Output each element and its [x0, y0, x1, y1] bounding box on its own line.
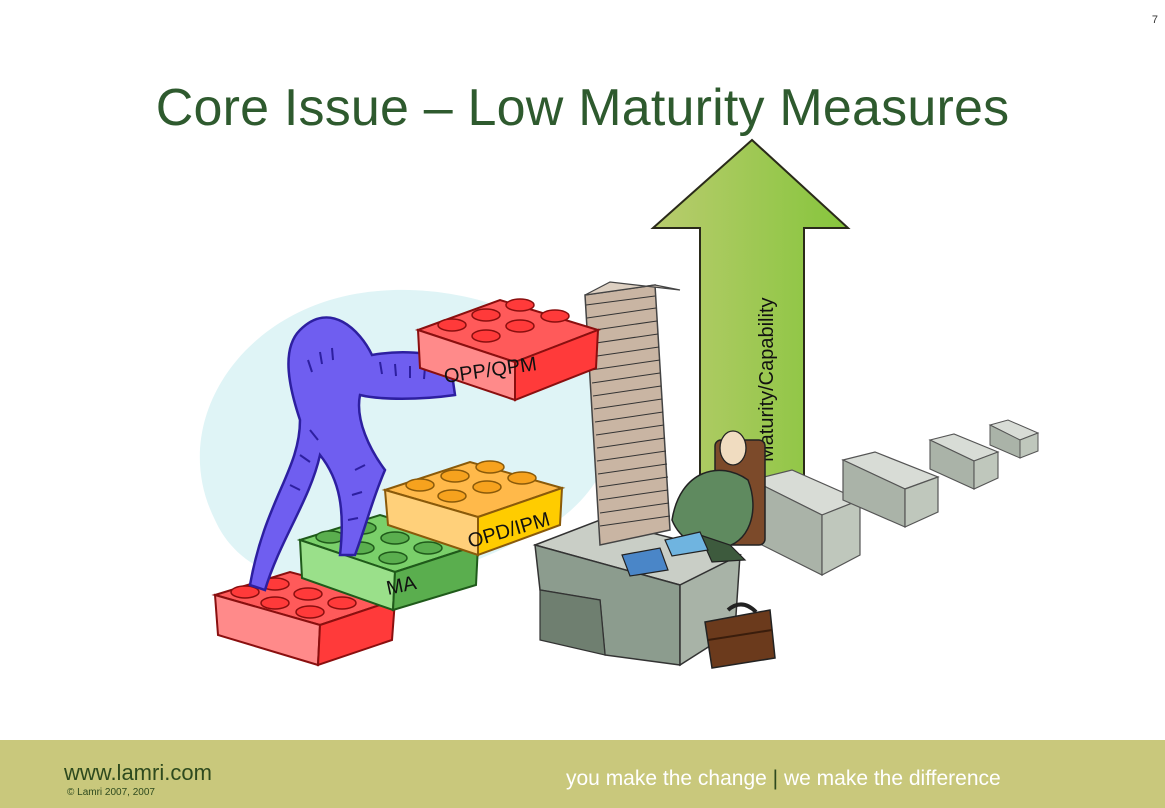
- footer-bar: www.lamri.com © Lamri 2007, 2007 you mak…: [0, 740, 1165, 808]
- footer-url: www.lamri.com: [64, 760, 212, 785]
- desk: [750, 469, 862, 576]
- purple-figure: [248, 316, 457, 592]
- briefcase: [704, 602, 776, 669]
- desk: [928, 433, 1000, 490]
- paper-stack: [584, 281, 681, 546]
- arrow-label: Maturity/Capability: [756, 297, 778, 462]
- tagline-separator: |: [772, 767, 779, 790]
- slide-title: Core Issue – Low Maturity Measures: [155, 79, 1010, 137]
- maturity-illustration: Maturity/Capability: [199, 138, 1040, 669]
- tagline-part1: you make the change: [566, 767, 767, 790]
- brick-opp-qpm: OPP/QPM: [414, 298, 602, 402]
- desk: [988, 419, 1040, 459]
- tagline-part2: we make the difference: [783, 767, 1001, 790]
- maturity-arrow: Maturity/Capability: [650, 138, 851, 479]
- desk: [841, 451, 940, 528]
- sleeping-man: [621, 430, 766, 577]
- desk-row: [750, 419, 1040, 576]
- footer-copyright: © Lamri 2007, 2007: [67, 787, 155, 798]
- page-number: 7: [1151, 14, 1158, 26]
- footer-tagline: you make the change | we make the differ…: [566, 767, 1001, 791]
